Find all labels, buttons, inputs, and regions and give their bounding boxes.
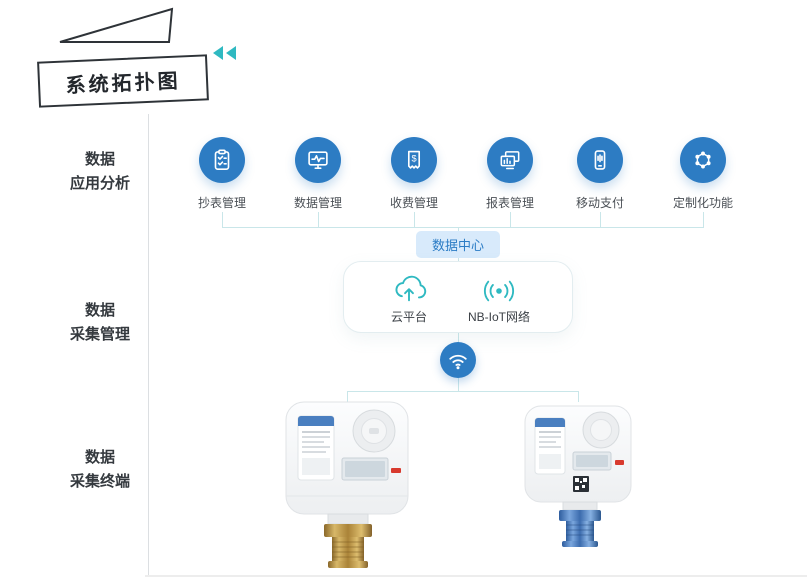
custom-network-icon <box>680 137 726 183</box>
connector-line <box>458 254 459 262</box>
sidebar-label-line: 应用分析 <box>69 175 130 192</box>
sidebar-label-line: 采集终端 <box>69 473 130 490</box>
sidebar-label-line: 数据 <box>84 302 115 319</box>
app-label: 移动支付 <box>575 196 624 210</box>
monitor-pulse-icon <box>295 137 341 183</box>
banner-shape <box>59 7 174 43</box>
sidebar-label-data-collection-mgmt: 数据 采集管理 <box>50 299 150 347</box>
bottom-divider <box>145 575 807 577</box>
clipboard-check-icon <box>199 137 245 183</box>
app-meter-reading: 抄表管理 <box>174 137 270 211</box>
sidebar-label-line: 数据 <box>84 151 115 168</box>
connector-line <box>222 227 704 228</box>
svg-text:$: $ <box>411 154 416 164</box>
connector-line <box>222 212 223 227</box>
water-meter-brass <box>285 401 409 568</box>
connector-line <box>458 333 459 343</box>
page-title: 系统拓扑图 <box>37 54 209 108</box>
page-title-text: 系统拓扑图 <box>65 69 182 97</box>
app-label: 抄表管理 <box>197 196 246 210</box>
sidebar-label-data-application: 数据 应用分析 <box>50 148 150 196</box>
connector-line <box>600 212 601 227</box>
nbiot-network-label: NB-IoT网络 <box>467 310 530 324</box>
app-mobile-payment: 移动支付 <box>552 137 648 211</box>
connector-line <box>510 212 511 227</box>
app-billing-management: $ 收费管理 <box>366 137 462 211</box>
app-custom-functions: 定制化功能 <box>655 137 751 211</box>
cloud-platform-item: 云平台 <box>386 269 432 325</box>
platform-box: 云平台 NB-IoT网络 <box>343 261 573 333</box>
connector-line <box>318 212 319 227</box>
cloud-upload-icon <box>395 275 427 302</box>
sidebar-label-line: 数据 <box>84 449 115 466</box>
app-label: 数据管理 <box>293 196 342 210</box>
wifi-icon <box>449 354 467 370</box>
mobile-payment-icon <box>577 137 623 183</box>
data-center-label: 数据中心 <box>431 238 485 253</box>
wifi-gateway <box>440 342 476 378</box>
nbiot-network-item: NB-IoT网络 <box>468 269 530 325</box>
sidebar-divider <box>148 114 149 576</box>
billing-receipt-icon: $ <box>391 137 437 183</box>
connector-line <box>578 391 579 402</box>
connector-line <box>703 212 704 227</box>
data-center-badge: 数据中心 <box>415 231 501 258</box>
nbiot-signal-icon <box>483 280 514 302</box>
sidebar-label-line: 采集管理 <box>69 326 130 343</box>
connector-line <box>347 391 348 402</box>
sidebar-label-data-terminal: 数据 采集终端 <box>50 446 150 494</box>
app-label: 收费管理 <box>389 196 438 210</box>
app-report-management: 报表管理 <box>462 137 558 211</box>
water-meter-blue <box>524 405 632 547</box>
reports-chart-icon <box>487 137 533 183</box>
cloud-platform-label: 云平台 <box>390 310 427 324</box>
double-left-chevron-icon <box>213 46 236 60</box>
connector-line <box>347 391 578 392</box>
connector-line <box>458 378 459 391</box>
app-label: 报表管理 <box>485 196 534 210</box>
app-data-management: 数据管理 <box>270 137 366 211</box>
connector-line <box>414 212 415 227</box>
connector-line <box>458 227 459 233</box>
app-label: 定制化功能 <box>672 196 733 210</box>
